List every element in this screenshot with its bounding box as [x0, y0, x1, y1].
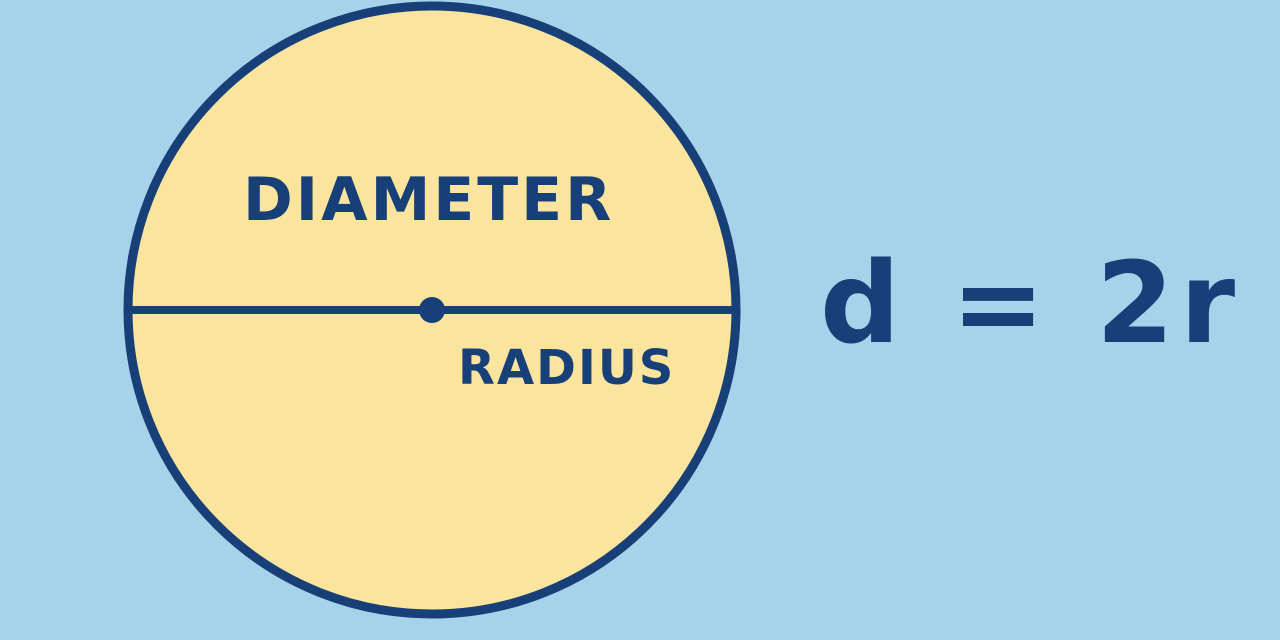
radius-label: RADIUS — [458, 340, 675, 396]
diameter-formula: d = 2r — [820, 239, 1242, 369]
center-point — [419, 297, 445, 323]
diameter-label: DIAMETER — [243, 165, 614, 235]
